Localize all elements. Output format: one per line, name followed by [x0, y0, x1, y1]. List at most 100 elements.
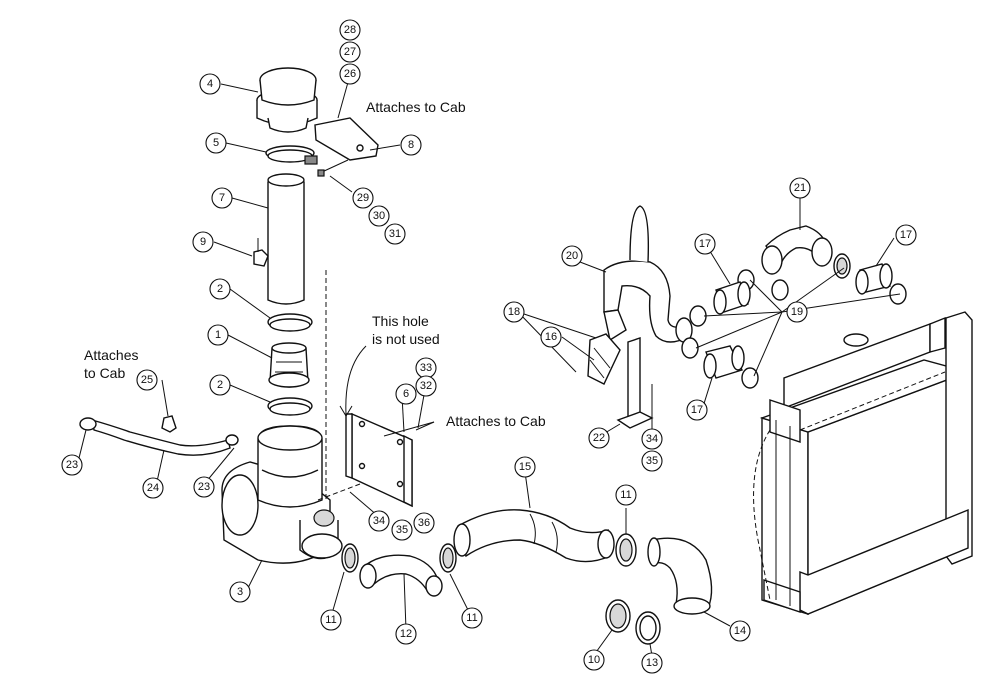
annotations: Attaches to Cab Attaches to Cab Attaches… [84, 99, 546, 429]
callout: 12 [395, 623, 417, 645]
callout: 7 [211, 187, 233, 209]
svg-text:14: 14 [734, 625, 746, 637]
svg-text:9: 9 [200, 236, 206, 248]
callout: 23 [193, 476, 215, 498]
svg-text:31: 31 [389, 228, 401, 240]
svg-text:23: 23 [66, 459, 78, 471]
callout: 6 [395, 383, 417, 405]
callout: 15 [514, 456, 536, 478]
callout: 24 [142, 477, 164, 499]
air-cleaner-assembly [221, 67, 343, 564]
svg-text:11: 11 [466, 612, 477, 624]
callout: 11 [461, 607, 483, 629]
callout: 11 [615, 484, 637, 506]
svg-text:18: 18 [508, 306, 520, 318]
note-hole-line1: This hole [372, 313, 429, 329]
callout: 17 [686, 399, 708, 421]
callout: 10 [583, 649, 605, 671]
callout: 9 [192, 231, 214, 253]
cab-bracket [314, 117, 379, 177]
svg-text:6: 6 [403, 388, 409, 400]
note-attaches-to-cab-top: Attaches to Cab [366, 99, 466, 115]
elbow-hose [341, 543, 457, 597]
charge-air-pipes [587, 205, 907, 429]
callout: 29 [352, 187, 374, 209]
svg-text:35: 35 [396, 524, 408, 536]
note-attaches-to-cab-left-line1: Attaches [84, 347, 138, 363]
svg-text:27: 27 [344, 46, 356, 58]
svg-text:7: 7 [219, 192, 225, 204]
svg-text:17: 17 [691, 404, 703, 416]
svg-text:21: 21 [794, 182, 806, 194]
callout: 18 [503, 301, 525, 323]
svg-text:29: 29 [357, 192, 369, 204]
svg-text:2: 2 [217, 283, 223, 295]
breather-hose [79, 415, 239, 456]
callout: 17 [694, 233, 716, 255]
svg-text:28: 28 [344, 24, 356, 36]
svg-text:19: 19 [791, 306, 803, 318]
svg-text:3: 3 [237, 586, 243, 598]
svg-text:10: 10 [588, 654, 600, 666]
note-attaches-to-cab-mid: Attaches to Cab [446, 413, 546, 429]
callout: 21 [789, 177, 811, 199]
callout: 36 [413, 512, 435, 534]
callout: 34 [641, 428, 663, 450]
callout: 31 [384, 223, 406, 245]
callout: 34 [368, 510, 390, 532]
svg-text:11: 11 [620, 489, 631, 501]
callout: 32 [415, 375, 437, 397]
callout: 2 [209, 374, 231, 396]
mounting-plate [317, 270, 435, 508]
svg-text:23: 23 [198, 481, 210, 493]
clip-bracket [253, 238, 269, 267]
svg-text:17: 17 [699, 238, 711, 250]
svg-text:13: 13 [646, 657, 658, 669]
svg-text:25: 25 [141, 374, 153, 386]
radiator [753, 311, 973, 616]
svg-text:4: 4 [207, 78, 213, 90]
callout: 14 [729, 620, 751, 642]
svg-text:34: 34 [373, 515, 385, 527]
callout: 5 [205, 132, 227, 154]
callout: 20 [561, 245, 583, 267]
callout: 1 [207, 324, 229, 346]
svg-text:32: 32 [420, 380, 432, 392]
callout: 19 [786, 301, 808, 323]
svg-text:5: 5 [213, 137, 219, 149]
callout: 2 [209, 278, 231, 300]
callout: 4 [199, 73, 221, 95]
svg-text:11: 11 [325, 614, 336, 626]
callout: 28 [339, 19, 361, 41]
callout: 33 [415, 357, 437, 379]
svg-text:2: 2 [217, 379, 223, 391]
svg-text:30: 30 [373, 210, 385, 222]
callout: 16 [540, 326, 562, 348]
callout: 30 [368, 205, 390, 227]
svg-text:26: 26 [344, 68, 356, 80]
svg-text:20: 20 [566, 250, 578, 262]
callout: 26 [339, 63, 361, 85]
callout: 25 [136, 369, 158, 391]
svg-text:36: 36 [418, 517, 430, 529]
callout: 3 [229, 581, 251, 603]
svg-text:34: 34 [646, 433, 658, 445]
svg-text:1: 1 [215, 329, 221, 341]
svg-text:15: 15 [519, 461, 531, 473]
callout: 13 [641, 652, 663, 674]
note-attaches-to-cab-left-line2: to Cab [84, 365, 125, 381]
callout: 17 [895, 224, 917, 246]
note-hole-line2: is not used [372, 331, 440, 347]
callout: 23 [61, 454, 83, 476]
lower-elbow [605, 533, 713, 645]
svg-text:8: 8 [408, 139, 414, 151]
svg-text:22: 22 [593, 432, 605, 444]
callouts: 28 27 26 4 5 8 7 29 30 31 9 2 1 2 25 23 … [61, 19, 917, 674]
svg-text:33: 33 [420, 362, 432, 374]
callout: 11 [320, 609, 342, 631]
svg-text:12: 12 [400, 628, 412, 640]
callout: 8 [400, 134, 422, 156]
callout: 35 [641, 450, 663, 472]
callout: 35 [391, 519, 413, 541]
